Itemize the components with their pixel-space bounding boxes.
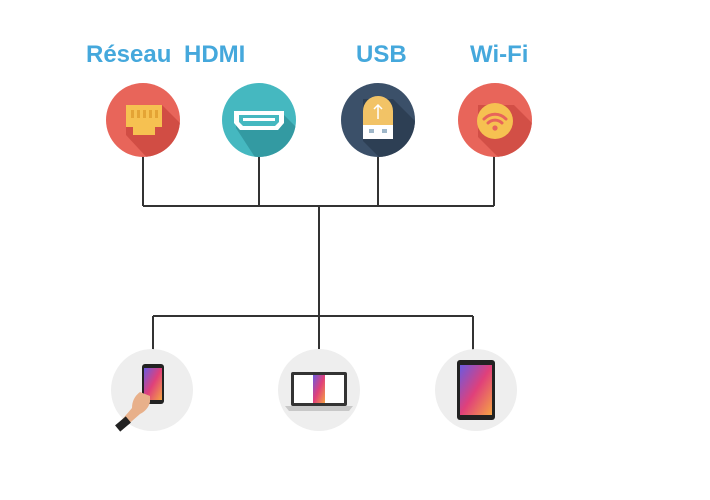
hdmi-icon: [222, 83, 296, 162]
tablet-device: [434, 348, 518, 437]
label-hdmi: HDMI: [184, 41, 246, 68]
usb-icon: [341, 83, 415, 162]
laptop-device: [277, 348, 361, 437]
label-wifi: Wi-Fi: [470, 41, 529, 68]
label-usb: USB: [356, 41, 407, 68]
label-reseau: Réseau: [86, 41, 172, 68]
smartphone-device: [110, 348, 194, 437]
ethernet-icon: [106, 83, 180, 162]
wifi-icon: [458, 83, 532, 162]
